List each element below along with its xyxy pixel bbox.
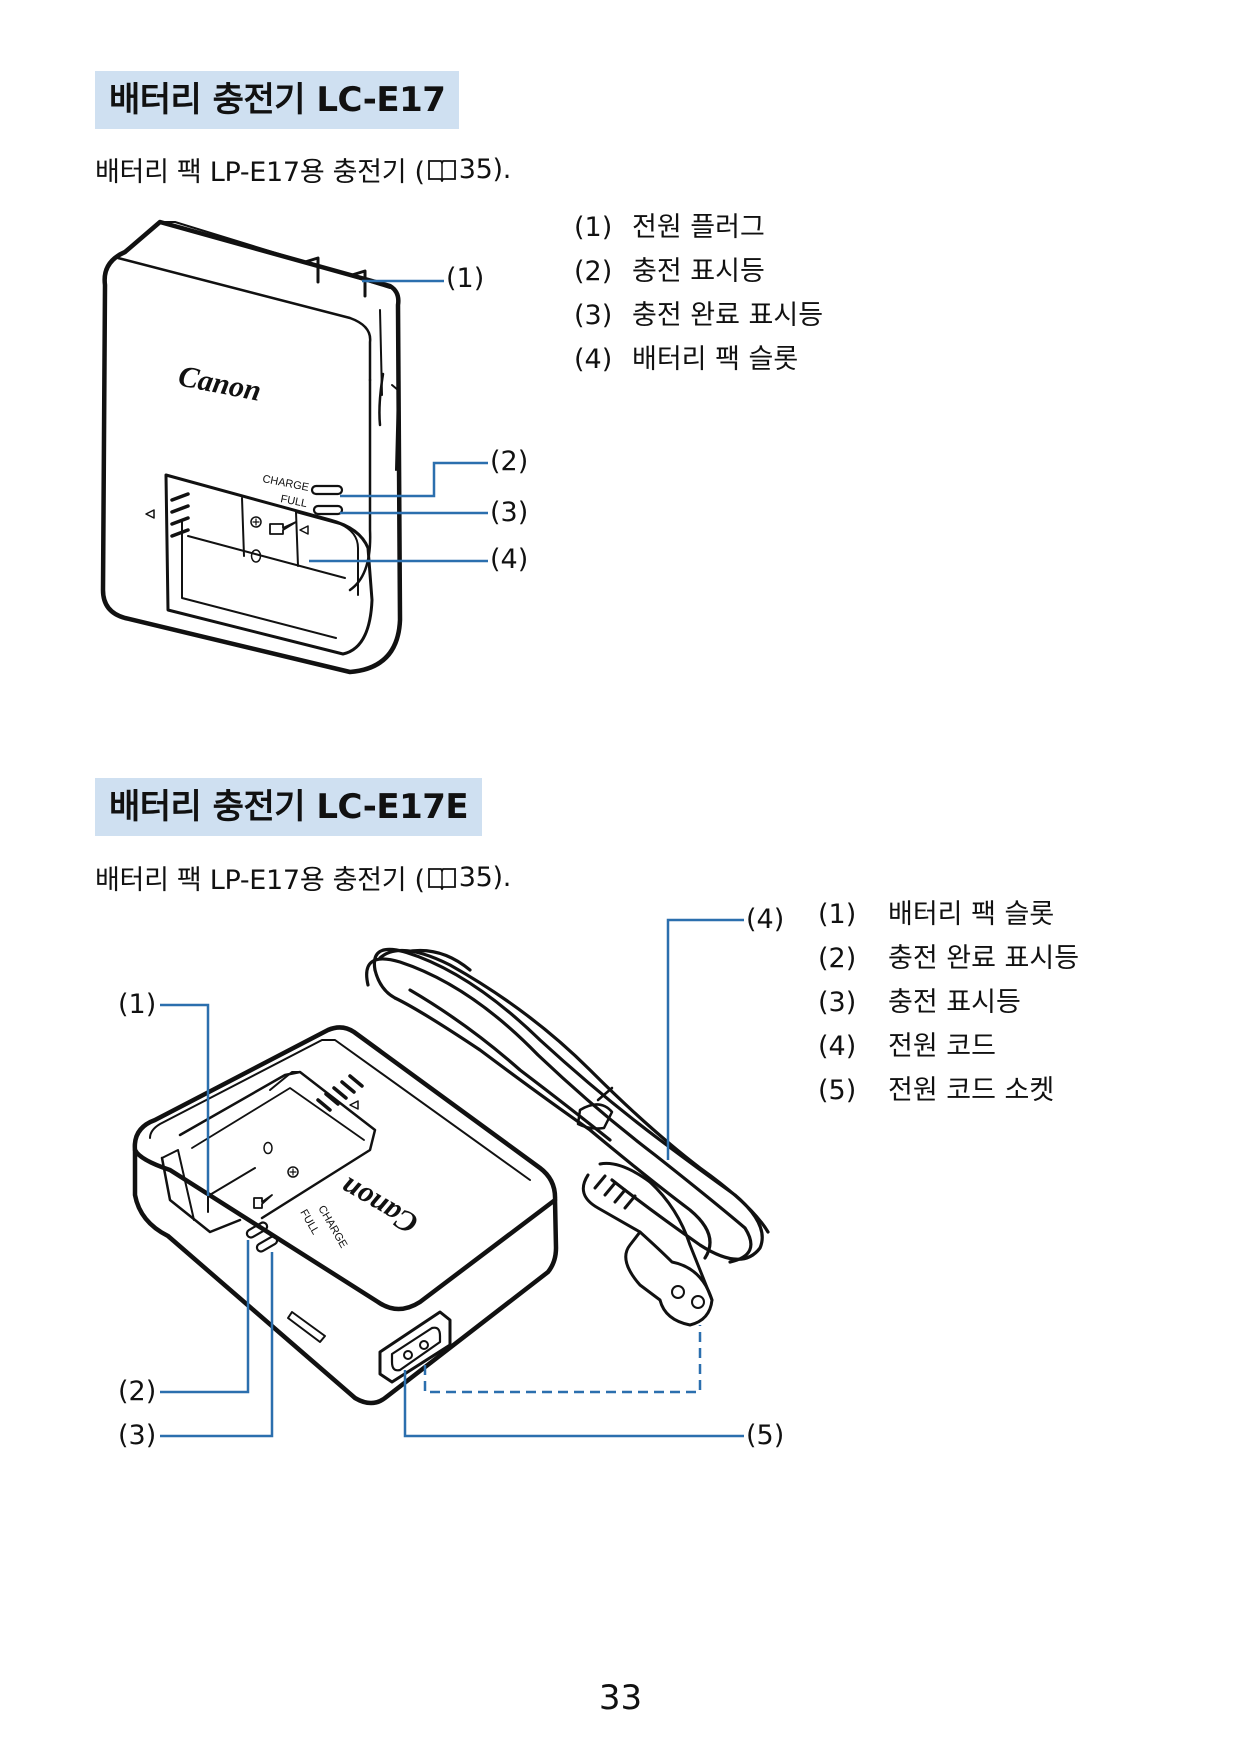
canon-logo: Canon bbox=[335, 1170, 424, 1240]
callout-label: (4) bbox=[746, 905, 784, 935]
callout-label: (2) bbox=[118, 1377, 156, 1407]
callout-label: (5) bbox=[746, 1421, 784, 1451]
page-number: 33 bbox=[0, 1678, 1241, 1718]
callout-label: (3) bbox=[118, 1421, 156, 1451]
charge-label: CHARGE bbox=[315, 1204, 349, 1251]
callout-label: (1) bbox=[118, 990, 156, 1020]
